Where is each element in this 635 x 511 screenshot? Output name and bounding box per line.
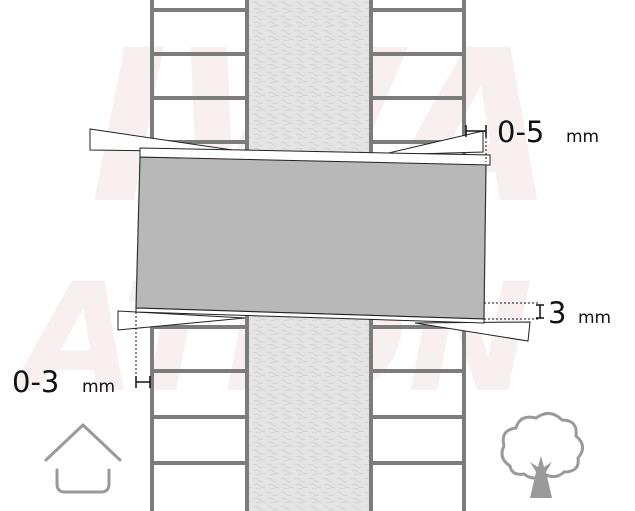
dimension-top: 0-5 mm [465,115,599,162]
dimension-right-unit: mm [578,308,611,328]
dimension-top-unit: mm [566,127,599,147]
dimension-right-value: 3 [548,296,566,330]
dimension-left-unit: mm [82,377,115,397]
dimension-top-value: 0-5 [497,115,544,149]
house-icon [44,423,122,494]
tree-icon [500,412,584,498]
top-shims [89,128,491,166]
frame-panel [135,156,487,320]
dimension-left: 0-3 mm [12,312,151,399]
left-wall [150,0,249,511]
dimension-right: 3 mm [484,296,611,330]
dimension-left-value: 0-3 [12,365,59,399]
bottom-shims [117,307,531,342]
